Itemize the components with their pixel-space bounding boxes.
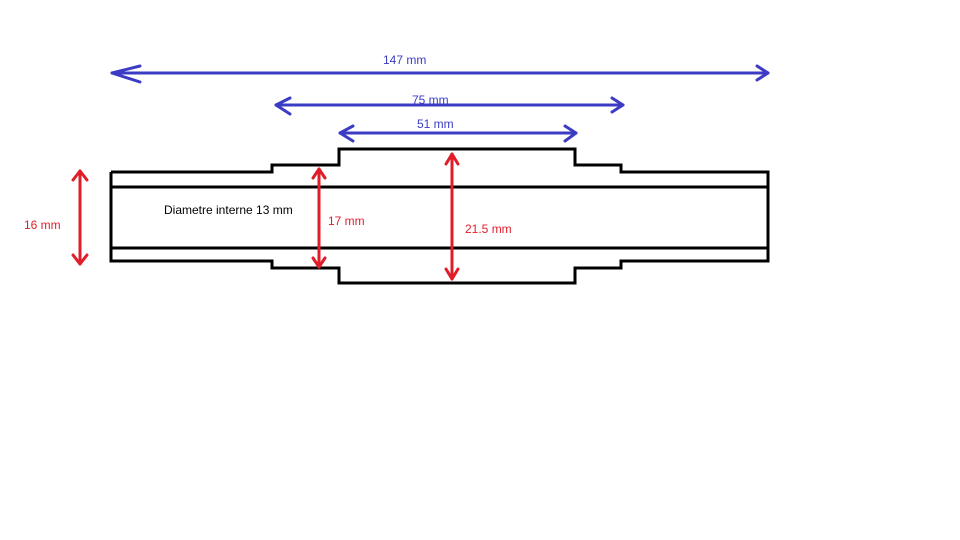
outer-profile-bottom [109, 172, 770, 285]
center-length-arrow [338, 124, 578, 143]
horizontal-dimensions [110, 64, 770, 143]
inner-diameter-note: Diametre interne 13 mm [164, 203, 293, 217]
center-height-label: 21.5 mm [465, 222, 512, 236]
vertical-dimensions [71, 152, 460, 281]
step-height-label: 17 mm [328, 214, 365, 228]
center-length-label: 51 mm [417, 117, 454, 131]
end-height-label: 16 mm [24, 218, 61, 232]
end-height-arrow [71, 169, 89, 266]
overall-length-arrow [110, 64, 770, 84]
middle-length-arrow [274, 96, 625, 116]
overall-length-label: 147 mm [383, 53, 426, 67]
part-outline [109, 147, 770, 285]
outer-profile-top [111, 147, 770, 187]
step-height-arrow [311, 167, 327, 269]
center-height-arrow [444, 152, 460, 281]
middle-length-label: 75 mm [412, 93, 449, 107]
